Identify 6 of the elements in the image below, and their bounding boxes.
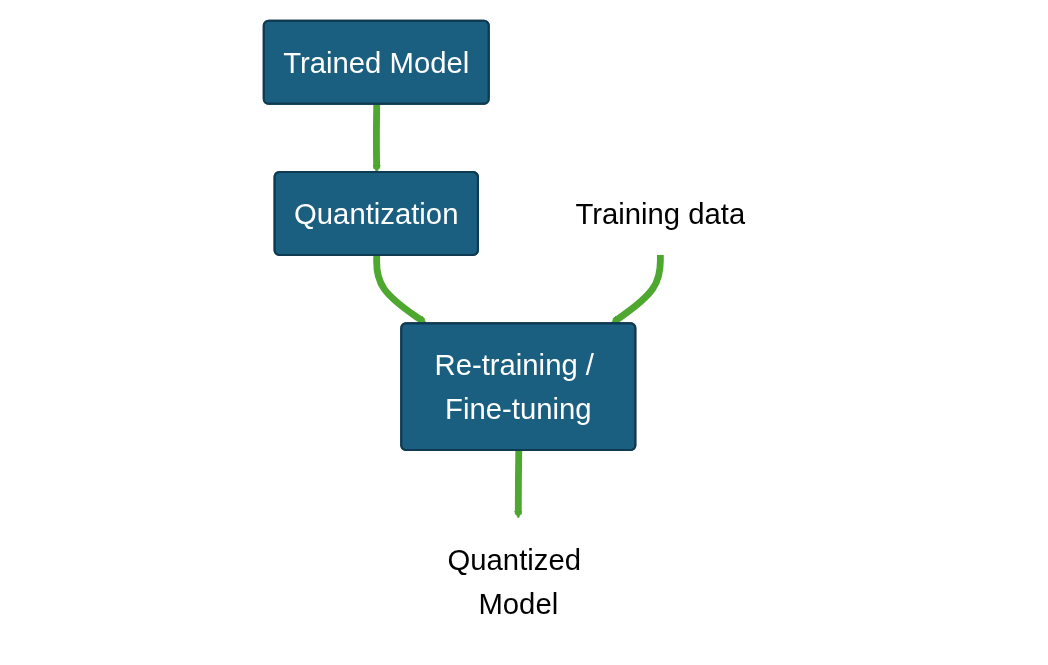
node-text: Training data <box>575 196 746 230</box>
arrow <box>514 450 523 519</box>
arrow <box>610 254 664 324</box>
arrow <box>373 254 427 324</box>
node-text: Quantized Model <box>447 543 581 620</box>
arrow <box>372 103 381 173</box>
